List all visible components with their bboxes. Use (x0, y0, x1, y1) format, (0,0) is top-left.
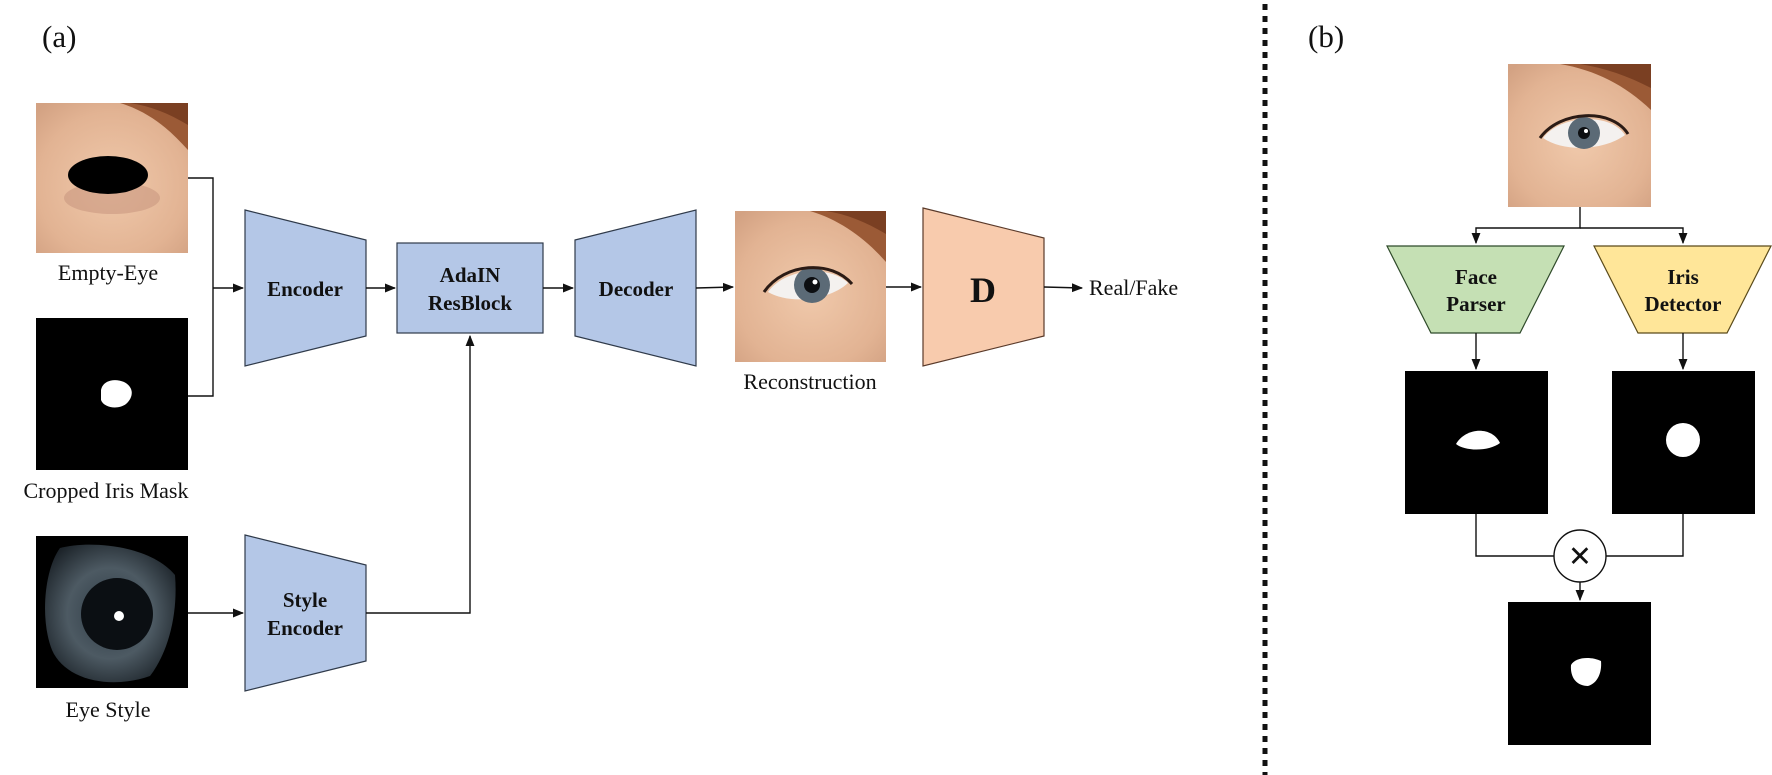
cropped-iris-mask-image (36, 318, 188, 470)
panel-a-label: (a) (42, 19, 76, 54)
iris-detector-label-line1: Iris (1667, 265, 1699, 289)
panel-b-label: (b) (1308, 19, 1344, 54)
input-merge-bracket (188, 177, 214, 397)
decoder-label: Decoder (599, 277, 674, 301)
edge-eye-to-face-parser (1471, 207, 1581, 245)
result-iris-mask-image (1508, 602, 1651, 745)
real-fake-label: Real/Fake (1089, 275, 1178, 300)
discriminator-label: D (970, 270, 996, 310)
adain-label-line1: AdaIN (440, 263, 501, 287)
eye-style-image (36, 536, 188, 688)
discriminator-block (922, 207, 1045, 367)
adain-label-line2: ResBlock (428, 291, 512, 315)
eye-style-label: Eye Style (66, 697, 151, 722)
panel-b-input-eye-image (1508, 64, 1651, 207)
encoder-block (244, 209, 367, 367)
decoder-block (574, 209, 697, 367)
face-parser-label-line2: Parser (1446, 292, 1505, 316)
reconstruction-image (735, 211, 886, 362)
multiply-icon: × (1569, 533, 1592, 578)
iris-detector-block (1593, 245, 1772, 334)
face-parser-block (1386, 245, 1565, 334)
edge-eye-to-iris-detector (1580, 227, 1688, 245)
face-parser-mask-image (1405, 371, 1548, 514)
face-parser-label-line1: Face (1455, 265, 1497, 289)
encoder-label: Encoder (267, 277, 343, 301)
style-encoder-block (244, 534, 367, 692)
edge-face-mask-to-multiply (1475, 514, 1555, 557)
edge-discriminator-to-output (1043, 283, 1084, 293)
empty-eye-image (36, 103, 188, 253)
cropped-iris-mask-label: Cropped Iris Mask (24, 478, 189, 503)
adain-resblock (396, 242, 544, 334)
style-encoder-label-line1: Style (283, 588, 327, 612)
iris-detector-mask-image (1612, 371, 1755, 514)
edge-decoder-to-reconstruction (695, 282, 735, 292)
edge-iris-mask-to-multiply (1605, 514, 1684, 557)
style-encoder-label-line2: Encoder (267, 616, 343, 640)
reconstruction-label: Reconstruction (743, 369, 876, 394)
iris-detector-label-line2: Detector (1645, 292, 1722, 316)
edge-style-encoder-to-adain (366, 334, 475, 614)
empty-eye-label: Empty-Eye (58, 260, 158, 285)
